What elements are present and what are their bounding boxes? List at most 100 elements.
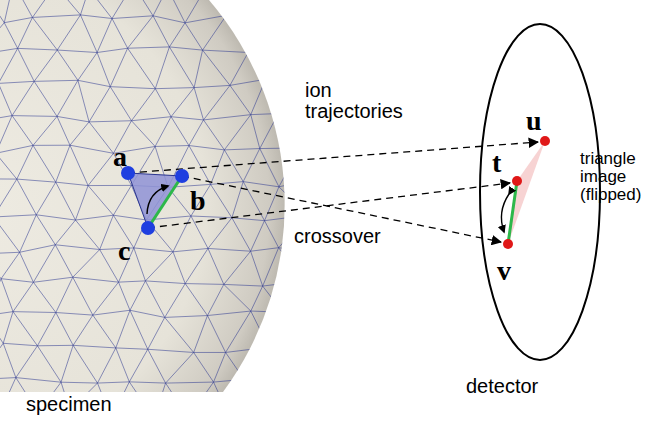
mesh-edge [344,121,361,147]
mesh-edge [207,284,223,315]
mesh-edge [171,117,189,146]
mesh-edge [97,382,129,383]
mesh-edge [12,116,33,146]
mesh-edge [248,49,289,52]
mesh-edge [1,252,19,278]
mesh-edge [80,0,88,15]
mesh-edge [224,284,263,286]
mesh-edge [185,0,210,23]
mesh-edge [112,0,133,19]
mesh-edge [345,246,362,279]
mesh-edge [73,250,100,278]
mesh-edge [191,216,208,248]
mesh-edge [100,250,119,283]
mesh-edge [20,215,37,253]
mesh-edge [260,114,279,149]
mesh-edge [119,282,130,310]
mesh-edge [173,248,208,251]
mesh-edge [226,0,246,15]
mesh-edge [246,0,266,16]
mesh-edge [0,153,17,179]
mesh-edge [57,15,80,50]
mesh-edge [243,182,264,221]
mesh-edge [248,52,265,79]
mesh-edge [56,182,76,220]
mesh-edge [155,47,169,89]
mesh-edge [57,116,70,145]
vertex-label: t [492,148,501,177]
mesh-edge [364,353,380,384]
mesh-edge [345,279,377,281]
mesh-edge [317,380,363,384]
mesh-edge [285,345,298,382]
mesh-edge [298,345,317,380]
mesh-edge [232,218,265,221]
mesh-edge [191,184,211,216]
mesh-edge [341,181,356,218]
mesh-edge [308,179,317,215]
mesh-edge [128,16,153,48]
mesh-edge [78,80,89,122]
mesh-edge [169,47,194,88]
mesh-edge [211,182,244,185]
mesh-edge [323,0,339,17]
mesh-edge [269,345,298,347]
mesh-edge [270,382,285,413]
mesh-edge [185,284,207,316]
mesh-edge [33,282,55,312]
mesh-edge [0,116,12,122]
mesh-edge [18,17,33,48]
mesh-edge [214,379,244,382]
mesh-edge [56,182,88,185]
mesh-edge [299,17,339,21]
mesh-edge [37,345,73,346]
mesh-edge [13,312,37,346]
annotation: crossover [294,226,381,247]
mesh-edge [57,50,78,80]
specimen-surface [0,0,285,392]
mesh-edge [243,149,260,182]
mesh-edge [226,352,244,379]
mesh-edge [3,343,16,377]
mesh-edge [17,145,33,179]
mesh-edge [336,413,378,419]
mesh-edge [0,83,12,115]
mesh-edge [304,279,345,281]
mesh-edge [185,23,203,50]
mesh-edge [321,51,359,54]
mesh-edge [33,277,72,282]
mesh-edge [317,380,335,413]
mesh-edge [321,279,345,311]
mesh-edge [226,311,251,352]
mesh-edge [285,382,300,412]
mesh-edge [37,346,61,382]
mesh-edge [224,149,259,150]
mesh-edge [278,83,301,114]
source-triangle [128,173,182,228]
mesh-edge [208,248,224,284]
mesh-edge [12,81,34,115]
mesh-edge [279,248,305,281]
green-edge [508,181,517,244]
mesh-edge [165,316,208,318]
mesh-edge [110,48,127,86]
mesh-edge [73,345,116,348]
mesh-edge [155,89,171,117]
mesh-edge [18,48,35,81]
mesh-edge [188,410,226,418]
mesh-edge [263,248,279,286]
mesh-edge [279,248,322,254]
mesh-edge [128,48,156,88]
mesh-edge [263,286,283,312]
mesh-edge [194,50,202,87]
mesh-edge [89,87,110,122]
mesh-edge [211,184,232,217]
mesh-edge [88,186,113,216]
vertex-label: c [118,236,130,265]
mesh-edge [130,310,148,349]
mesh-edge [338,83,382,86]
mesh-edge [73,315,93,345]
mesh-edge [337,350,364,383]
mesh-edge [300,119,325,148]
